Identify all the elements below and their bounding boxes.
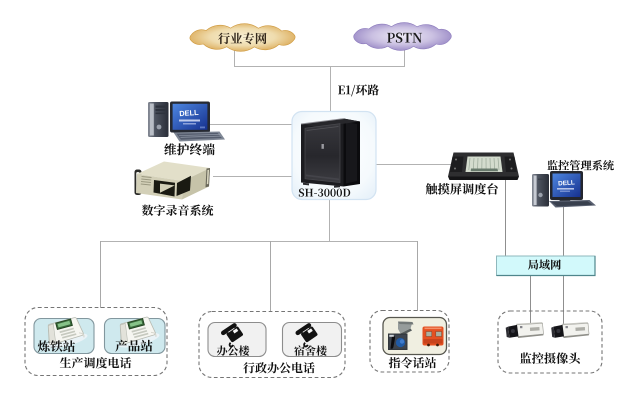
svg-text:DELL: DELL: [558, 179, 575, 187]
svg-text:DELL: DELL: [179, 108, 199, 118]
